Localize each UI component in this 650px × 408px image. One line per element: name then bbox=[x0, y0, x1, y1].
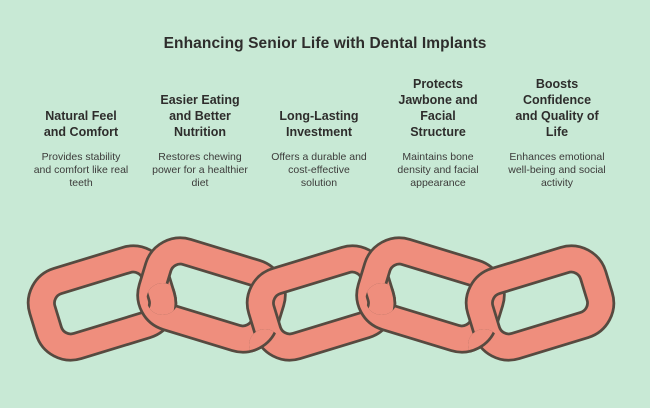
page-title: Enhancing Senior Life with Dental Implan… bbox=[163, 35, 487, 52]
benefit-description: Maintains bone density and facial appear… bbox=[397, 151, 479, 189]
benefit-heading: Natural Feel and Comfort bbox=[43, 109, 119, 139]
benefit-card-easier-eating: Easier Eating and Better Nutrition Resto… bbox=[143, 72, 257, 190]
benefit-description: Offers a durable and cost-effective solu… bbox=[271, 151, 367, 189]
benefit-heading: Boosts Confidence and Quality of Life bbox=[515, 77, 599, 139]
benefit-description: Enhances emotional well-being and social… bbox=[508, 151, 606, 189]
chain-link bbox=[474, 253, 607, 353]
benefit-card-protects-jawbone: Protects Jawbone and Facial Structure Ma… bbox=[381, 72, 495, 190]
benefit-description: Provides stability and comfort like real… bbox=[33, 151, 129, 189]
benefit-heading: Long-Lasting Investment bbox=[279, 109, 359, 139]
benefits-row: Natural Feel and Comfort Provides stabil… bbox=[24, 72, 614, 190]
benefit-description: Restores chewing power for a healthier d… bbox=[152, 151, 248, 189]
benefit-card-boosts-confidence: Boosts Confidence and Quality of Life En… bbox=[500, 72, 614, 190]
benefit-heading: Protects Jawbone and Facial Structure bbox=[398, 77, 478, 139]
benefit-heading: Easier Eating and Better Nutrition bbox=[160, 93, 240, 139]
chain-illustration bbox=[0, 208, 650, 408]
benefit-card-natural-feel: Natural Feel and Comfort Provides stabil… bbox=[24, 72, 138, 190]
benefit-card-long-lasting: Long-Lasting Investment Offers a durable… bbox=[262, 72, 376, 190]
